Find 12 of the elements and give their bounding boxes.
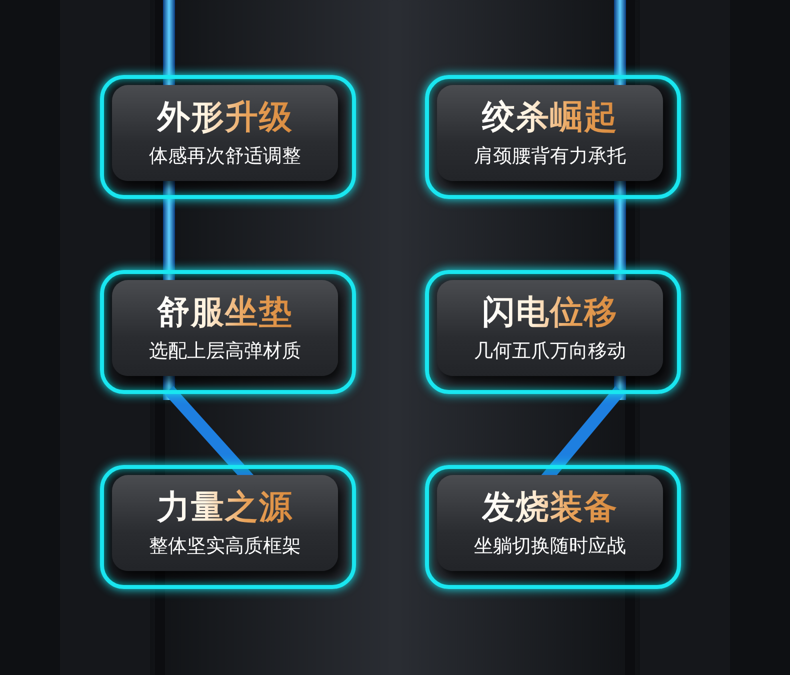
card-subtitle: 选配上层高弹材质 [149,339,301,364]
card-subtitle: 坐躺切换随时应战 [474,534,626,559]
card-subtitle: 整体坚实高质框架 [149,534,301,559]
feature-card [425,270,681,394]
card-subtitle: 几何五爪万向移动 [474,339,626,364]
feature-card [425,75,681,199]
feature-card [425,465,681,589]
feature-card [100,75,356,199]
feature-card [100,465,356,589]
feature-card [100,270,356,394]
card-subtitle: 体感再次舒适调整 [149,144,301,169]
card-subtitle: 肩颈腰背有力承托 [474,144,626,169]
